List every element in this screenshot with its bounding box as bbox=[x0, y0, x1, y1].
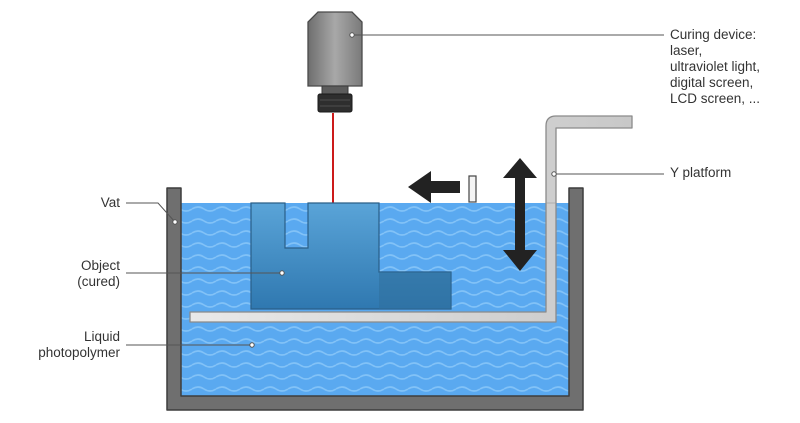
object-shade bbox=[379, 272, 451, 309]
label-line: ultraviolet light, bbox=[670, 59, 761, 74]
arrow-left-icon bbox=[408, 171, 477, 203]
double-arrow-vertical-icon bbox=[503, 158, 537, 271]
label-line: digital screen, bbox=[670, 75, 754, 90]
label-line: LCD screen, ... bbox=[670, 91, 761, 106]
platform-arm bbox=[189, 115, 633, 323]
cured-object bbox=[250, 202, 452, 310]
label-object: Object (cured) bbox=[77, 258, 120, 290]
scraper-blade bbox=[468, 175, 477, 203]
leader-lines bbox=[126, 34, 664, 346]
label-line: photopolymer bbox=[38, 345, 120, 360]
label-line: laser, bbox=[670, 43, 703, 58]
label-vat: Vat bbox=[100, 195, 120, 210]
label-line: Liquid bbox=[83, 329, 120, 344]
label-line: (cured) bbox=[77, 274, 120, 289]
y-platform bbox=[189, 115, 633, 323]
vat bbox=[166, 187, 584, 411]
label-line: Object bbox=[80, 258, 120, 273]
label-line: Curing device: bbox=[670, 27, 757, 42]
device-body bbox=[307, 11, 363, 87]
label-curing-device: Curing device: laser, ultraviolet light,… bbox=[670, 27, 760, 107]
curing-device bbox=[307, 11, 363, 113]
leader-dots bbox=[172, 32, 557, 348]
device-lens bbox=[317, 93, 353, 113]
device-neck bbox=[321, 85, 349, 95]
label-liquid-photopolymer: Liquid photopolymer bbox=[38, 329, 120, 361]
label-y-platform: Y platform bbox=[670, 165, 732, 180]
